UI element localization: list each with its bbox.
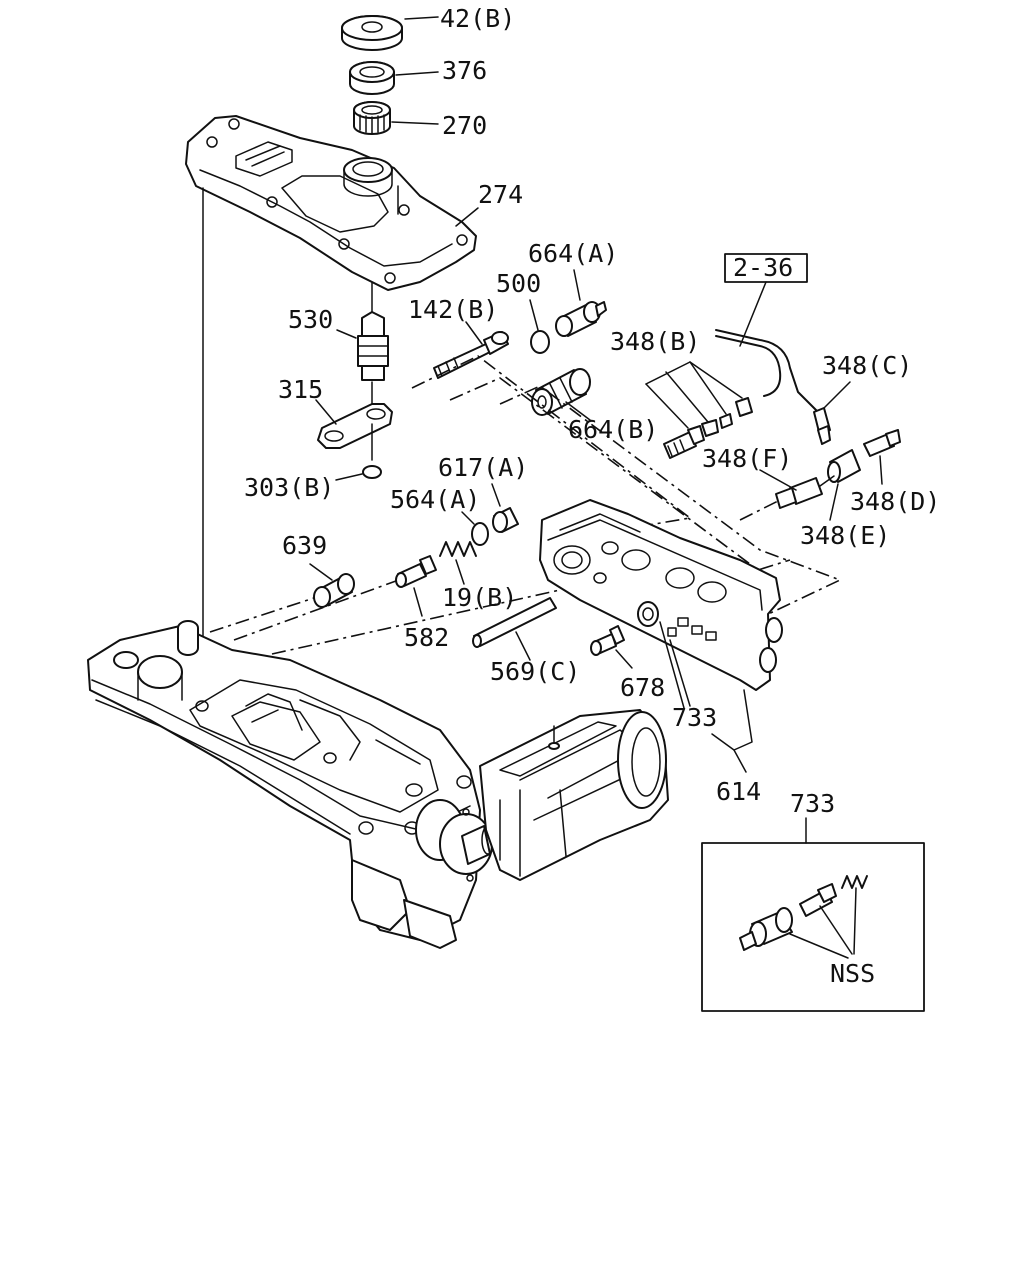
inset-733 (701, 817, 925, 1012)
label-2-36: 2-36 (733, 253, 793, 282)
part-582-valve (395, 555, 437, 617)
label-376: 376 (442, 56, 487, 85)
part-270-bearing (353, 101, 439, 135)
part-639-cup (309, 563, 355, 608)
label-500: 500 (496, 269, 541, 298)
actuator-motor (479, 709, 669, 881)
part-664a-switch (555, 269, 607, 337)
part-376-seal (349, 61, 439, 95)
part-42b-cap (341, 15, 439, 51)
label-614: 614 (716, 777, 761, 806)
label-733: 733 (672, 703, 717, 732)
label-348c: 348(C) (822, 351, 912, 380)
label-664a: 664(A) (528, 239, 618, 268)
label-530: 530 (288, 305, 333, 334)
label-564a: 564(A) (390, 485, 480, 514)
label-nss: NSS (830, 959, 875, 988)
label-664b: 664(B) (568, 415, 658, 444)
label-639: 639 (282, 531, 327, 560)
leader-614 (733, 749, 747, 773)
label-348e: 348(E) (800, 521, 890, 550)
label-19b: 19(B) (442, 583, 517, 612)
part-664b-switch (531, 368, 591, 421)
label-42b: 42(B) (440, 4, 515, 33)
part-617a-plug (491, 483, 519, 533)
part-142b-bolt (433, 321, 509, 379)
label-274: 274 (478, 180, 523, 209)
part-564a-ring (461, 511, 489, 546)
part-315-bracket (315, 381, 393, 461)
part-303b-oring (335, 465, 382, 481)
label-678: 678 (620, 673, 665, 702)
part-19b-spring (439, 541, 477, 585)
part-274-cover (185, 115, 479, 291)
label-348b: 348(B) (610, 327, 700, 356)
label-270: 270 (442, 111, 487, 140)
label-348d: 348(D) (850, 487, 940, 516)
label-315: 315 (278, 375, 323, 404)
part-348-group (645, 329, 901, 521)
part-678-bolt (590, 625, 633, 669)
reference-box-2-36 (724, 253, 808, 347)
label-733-inset: 733 (790, 789, 835, 818)
label-142b: 142(B) (408, 295, 498, 324)
label-617a: 617(A) (438, 453, 528, 482)
leader-733 (669, 639, 691, 707)
main-valve-housing (87, 620, 495, 949)
part-500-oring (529, 299, 550, 354)
label-303b: 303(B) (244, 473, 334, 502)
label-348f: 348(F) (702, 444, 792, 473)
part-530-shaft (336, 281, 389, 381)
part-614-solenoid-block (539, 499, 783, 751)
part-569c-pipe (472, 597, 557, 661)
label-569c: 569(C) (490, 657, 580, 686)
label-582: 582 (404, 623, 449, 652)
